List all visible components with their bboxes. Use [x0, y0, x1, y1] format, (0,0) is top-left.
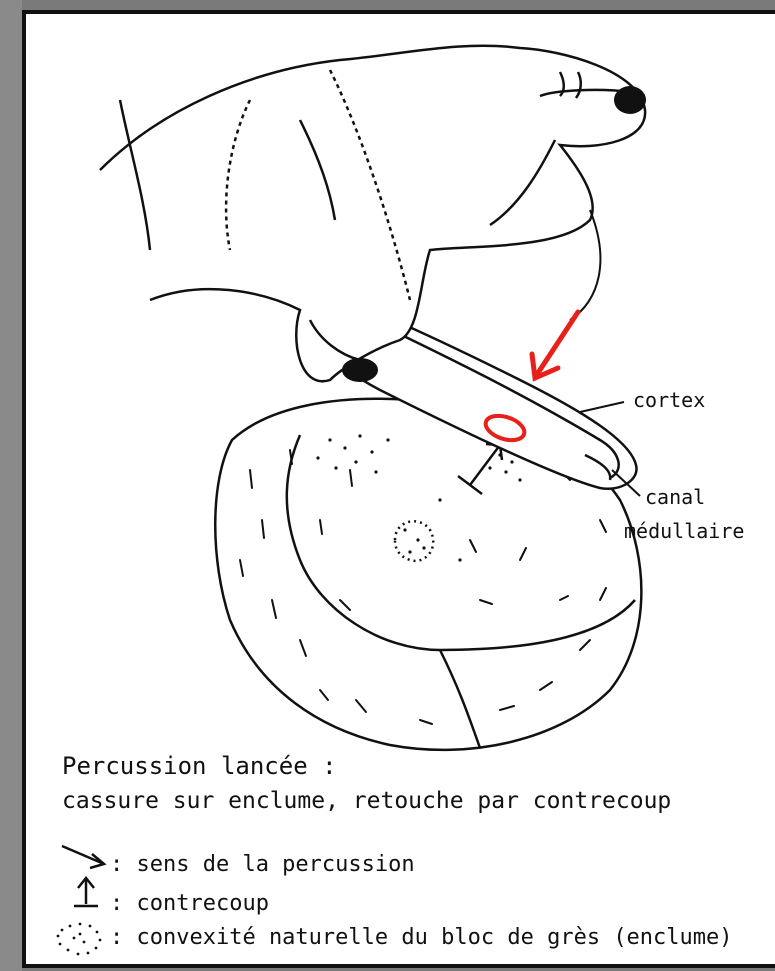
- legend-percussion-text: : sens de la percussion: [110, 852, 415, 877]
- dotted-convexity-icon: [57, 923, 102, 956]
- counterblow-arrow: [458, 444, 502, 494]
- label-cortex: cortex: [633, 388, 705, 412]
- counterblow-arrow-icon: [74, 878, 98, 906]
- label-canal: canal: [645, 485, 705, 509]
- legend-convexity-text: : convexité naturelle du bloc de grès (e…: [110, 925, 733, 950]
- anvil-facet-line-2: [440, 650, 480, 748]
- anvil-texture: [240, 450, 606, 724]
- label-medullaire: médullaire: [624, 519, 744, 543]
- caption-body: cassure sur enclume, retouche par contre…: [62, 788, 671, 814]
- impact-arrow: [532, 312, 578, 378]
- legend-counterblow-text: : contrecoup: [110, 891, 269, 916]
- percussion-arrow-icon: [62, 846, 104, 868]
- caption-title: Percussion lancée :: [62, 752, 337, 780]
- cortex-leader: [580, 402, 624, 412]
- anvil-convexity: [395, 521, 433, 561]
